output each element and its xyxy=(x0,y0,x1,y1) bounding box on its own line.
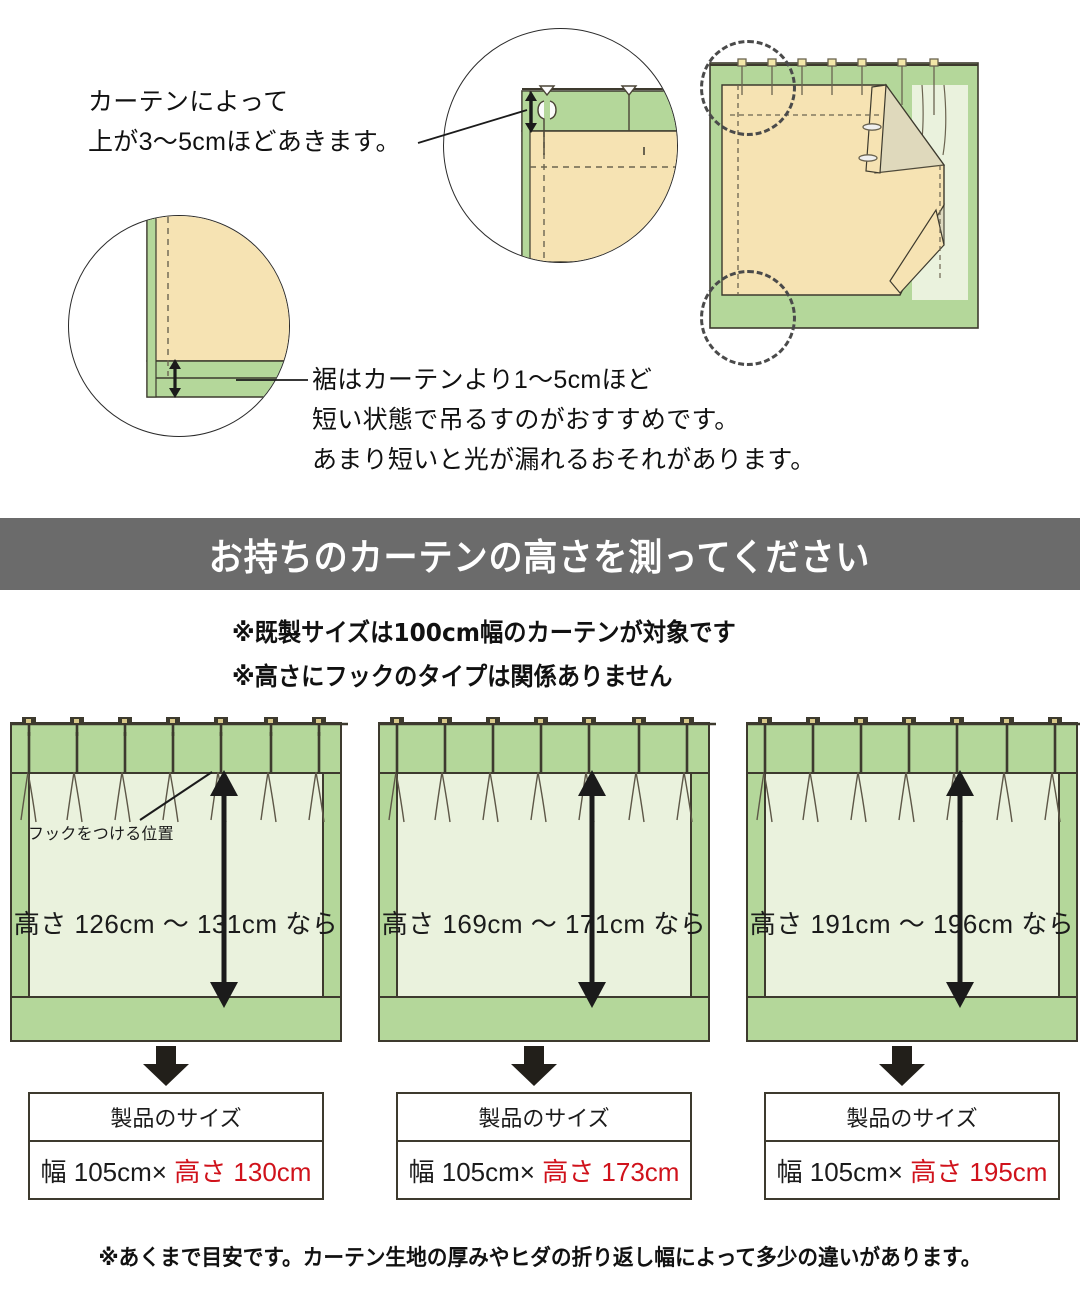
panel-side-right xyxy=(1058,724,1076,1040)
result-box-1: 製品のサイズ 幅 105cm× 高さ 130cm xyxy=(28,1092,324,1200)
panel-side-left xyxy=(12,724,30,1040)
panel-header-band xyxy=(380,724,708,774)
result-height-value: 高さ 195cm xyxy=(910,1156,1048,1187)
panel-body: 高さ 169cm 〜 171cm なら xyxy=(378,722,710,1042)
result-header: 製品のサイズ xyxy=(398,1094,690,1142)
result-value: 幅 105cm× 高さ 173cm xyxy=(398,1142,690,1198)
result-width-value: 幅 105cm× xyxy=(408,1156,535,1187)
banner-title: お持ちのカーテンの高さを測ってください xyxy=(209,536,871,579)
pleat-lines xyxy=(388,771,693,823)
curtain-panel-2: 高さ 169cm 〜 171cm なら xyxy=(368,712,720,1042)
panel-height-label: 高さ 191cm 〜 196cm なら xyxy=(749,909,1075,939)
panel-bottom-band xyxy=(12,996,340,1040)
pleat-lines xyxy=(756,771,1061,823)
curtain-overview-diagram xyxy=(709,58,979,329)
panel-bottom-band xyxy=(380,996,708,1040)
detail-circle-top-content xyxy=(444,29,677,262)
result-box-2: 製品のサイズ 幅 105cm× 高さ 173cm xyxy=(396,1092,692,1200)
panel-side-left xyxy=(748,724,766,1040)
panel-height-label: 高さ 169cm 〜 171cm なら xyxy=(381,909,707,939)
flow-arrow-shaft xyxy=(892,1046,912,1066)
result-height-value: 高さ 173cm xyxy=(542,1156,680,1187)
sub-note-2: ※高さにフックのタイプは関係ありません xyxy=(232,662,673,691)
dashed-highlight-circle-top xyxy=(700,40,796,136)
result-value: 幅 105cm× 高さ 130cm xyxy=(30,1142,322,1198)
section-banner: お持ちのカーテンの高さを測ってください xyxy=(0,518,1080,590)
panel-body: 高さ 191cm 〜 196cm なら xyxy=(746,722,1078,1042)
height-dimension-arrow xyxy=(210,770,238,1008)
curtain-rail-with-hooks xyxy=(746,717,1080,726)
panel-bottom-band xyxy=(748,996,1076,1040)
flow-arrow-1 xyxy=(143,1046,189,1086)
panel-header-band xyxy=(748,724,1076,774)
result-header: 製品のサイズ xyxy=(30,1094,322,1142)
top-illustration-area: カーテンによって 上が3〜5cmほどあきます。 裾はカーテンより1〜5cmほど … xyxy=(0,0,1080,500)
footnote: ※あくまで目安です。カーテン生地の厚みやヒダの折り返し幅によって多少の違いがあり… xyxy=(98,1246,982,1271)
hook-stems xyxy=(763,724,1057,774)
flow-arrow-shaft xyxy=(156,1046,176,1066)
panel-side-right xyxy=(322,724,340,1040)
result-header: 製品のサイズ xyxy=(766,1094,1058,1142)
result-value: 幅 105cm× 高さ 195cm xyxy=(766,1142,1058,1198)
hook-position-note: フックをつける位置 xyxy=(28,826,174,843)
detail-circle-top xyxy=(443,28,678,263)
panel-side-right xyxy=(690,724,708,1040)
height-dimension-arrow xyxy=(946,770,974,1008)
result-width-value: 幅 105cm× xyxy=(40,1156,167,1187)
curtain-panel-3: 高さ 191cm 〜 196cm なら xyxy=(736,712,1080,1042)
flow-arrow-head xyxy=(143,1064,189,1086)
curtain-rail-with-hooks xyxy=(378,717,716,726)
flow-arrow-2 xyxy=(511,1046,557,1086)
result-box-3: 製品のサイズ 幅 105cm× 高さ 195cm xyxy=(764,1092,1060,1200)
result-width-value: 幅 105cm× xyxy=(776,1156,903,1187)
height-dimension-arrow xyxy=(578,770,606,1008)
hook-stems xyxy=(395,724,689,774)
flow-arrow-head xyxy=(879,1064,925,1086)
note-bottom-hem: 裾はカーテンより1〜5cmほど 短い状態で吊るすのがおすすめです。 あまり短いと… xyxy=(312,366,816,474)
pleat-lines xyxy=(20,771,325,823)
flow-arrow-head xyxy=(511,1064,557,1086)
leader-lines xyxy=(236,109,528,381)
hook-stems xyxy=(27,732,321,774)
panel-side-left xyxy=(380,724,398,1040)
curtain-panel-1: フックをつける位置 高さ 126cm 〜 131cm なら xyxy=(0,712,352,1042)
panel-body: フックをつける位置 高さ 126cm 〜 131cm なら xyxy=(10,722,342,1042)
dashed-highlight-circle-bottom xyxy=(700,270,796,366)
note-top-gap: カーテンによって 上が3〜5cmほどあきます。 xyxy=(88,88,401,156)
result-height-value: 高さ 130cm xyxy=(174,1156,312,1187)
flow-arrow-shaft xyxy=(524,1046,544,1066)
hook-note-leader xyxy=(139,771,213,821)
flow-arrow-3 xyxy=(879,1046,925,1086)
panel-header-band xyxy=(12,724,340,774)
panel-height-label: 高さ 126cm 〜 131cm なら xyxy=(13,909,339,939)
sub-note-1: ※既製サイズは100cm幅のカーテンが対象です xyxy=(232,618,736,647)
